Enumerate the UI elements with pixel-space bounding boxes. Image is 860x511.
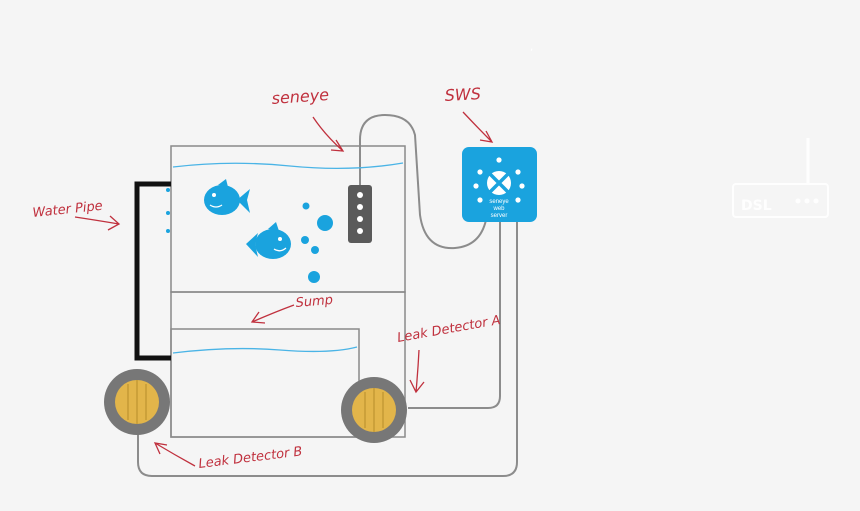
sump-water-surface [172,346,358,354]
bubble [308,271,320,283]
label-leak-detector-a: Leak Detector A [396,313,502,346]
seneye-cable [359,113,487,250]
bubble [302,202,310,210]
water-drop [166,211,170,215]
label-seneye: seneye [271,85,330,108]
leak-detector-a-cable [408,220,501,409]
dsl-led [804,198,810,204]
arrow-leak-b [153,442,196,467]
leak-detector-b-cable [137,220,518,477]
water-drop [166,188,170,192]
dsl-led [813,198,819,204]
fish-icon [246,222,291,259]
bubbles [301,202,333,283]
seneye-probe [348,185,372,243]
annotation-arrows [74,111,494,467]
arrow-water-pipe [74,215,121,231]
cables [137,113,518,477]
water-drop [166,229,170,233]
fish-icon [204,179,250,215]
label-sws: SWS [444,84,481,105]
arrow-leak-a [409,349,425,394]
label-water-pipe: Water Pipe [32,199,104,221]
leak-detector-a [341,377,407,443]
sws-device: seneye web server [462,147,537,222]
arrow-seneye [312,116,345,152]
sws-device-line3: server [491,213,508,219]
dsl-led [795,198,801,204]
leak-detector-b [104,369,170,435]
tank-water-surface [172,162,404,170]
sws-device-line2: web [492,206,505,212]
label-sump: Sump [295,293,334,311]
arrow-sump [250,304,295,324]
water-pipe [134,181,171,361]
bubble [311,246,319,254]
label-leak-detector-b: Leak Detector B [198,444,304,472]
sws-device-line1: seneye [489,199,509,205]
bubble [317,215,333,231]
dsl-router: DSL [732,138,829,218]
stray-mark: , [530,42,533,53]
dsl-label: DSL [741,198,772,214]
arrow-sws [462,111,494,143]
bubble [301,236,309,244]
